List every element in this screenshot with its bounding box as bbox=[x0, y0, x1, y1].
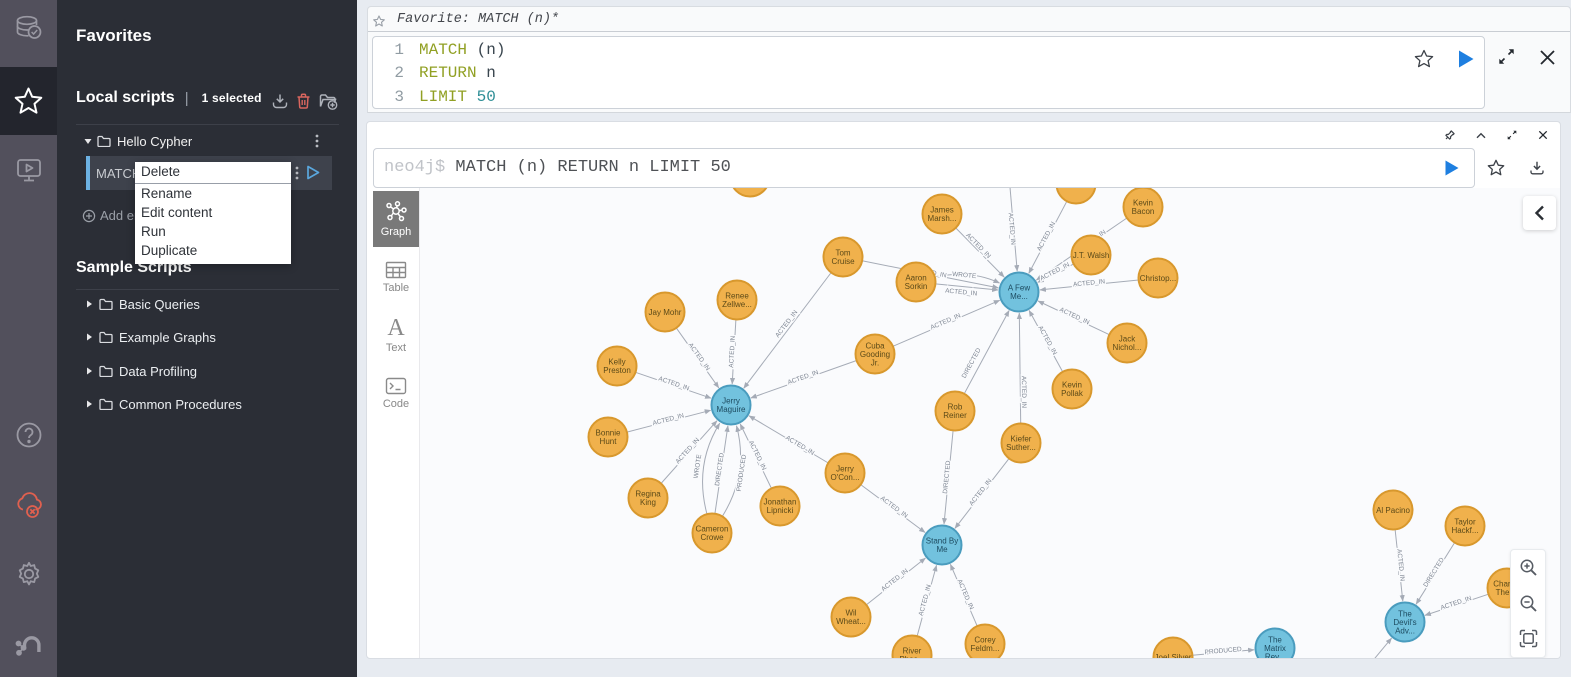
svg-text:Bacon: Bacon bbox=[1132, 207, 1155, 216]
svg-text:ACTED_IN: ACTED_IN bbox=[930, 312, 963, 331]
svg-text:Corey: Corey bbox=[974, 636, 995, 645]
svg-text:Rev...: Rev... bbox=[1265, 652, 1285, 659]
svg-text:The: The bbox=[1268, 635, 1282, 644]
svg-text:Lipnicki: Lipnicki bbox=[767, 506, 794, 515]
svg-text:DIRECTED: DIRECTED bbox=[714, 452, 726, 486]
svg-text:Sorkin: Sorkin bbox=[905, 282, 928, 291]
svg-text:Hackf...: Hackf... bbox=[1451, 526, 1478, 535]
svg-text:Cruise: Cruise bbox=[831, 257, 855, 266]
svg-text:ACTED_IN: ACTED_IN bbox=[1036, 325, 1058, 357]
svg-text:WROTE: WROTE bbox=[952, 271, 977, 280]
svg-text:Me: Me bbox=[936, 545, 948, 554]
svg-text:Phoe...: Phoe... bbox=[899, 655, 924, 659]
svg-text:Kevin: Kevin bbox=[1133, 199, 1153, 208]
svg-text:ACTED_IN: ACTED_IN bbox=[964, 232, 992, 260]
svg-text:DIRECTED: DIRECTED bbox=[1422, 556, 1446, 588]
svg-text:Bonnie: Bonnie bbox=[596, 429, 621, 438]
svg-text:Maguire: Maguire bbox=[717, 405, 746, 414]
svg-text:ACTED_IN: ACTED_IN bbox=[956, 578, 975, 611]
svg-text:ACTED_IN: ACTED_IN bbox=[1073, 278, 1106, 288]
svg-text:ACTED_IN: ACTED_IN bbox=[747, 440, 767, 472]
svg-text:ACTED_IN: ACTED_IN bbox=[652, 412, 685, 427]
svg-text:ACTED_IN: ACTED_IN bbox=[728, 335, 737, 368]
svg-text:DIRECTED: DIRECTED bbox=[961, 347, 983, 380]
svg-text:Renee: Renee bbox=[725, 292, 749, 301]
svg-text:ACTED_IN: ACTED_IN bbox=[1020, 376, 1027, 409]
svg-text:ACTED_IN: ACTED_IN bbox=[918, 584, 933, 617]
svg-text:Kelly: Kelly bbox=[608, 358, 625, 367]
svg-text:Jr.: Jr. bbox=[871, 358, 879, 367]
svg-text:Taylor: Taylor bbox=[1454, 518, 1476, 527]
svg-text:Stand By: Stand By bbox=[926, 537, 958, 546]
svg-text:Ther...: Ther... bbox=[1496, 588, 1519, 597]
svg-text:Tom: Tom bbox=[835, 249, 850, 258]
svg-text:Christop...: Christop... bbox=[1140, 274, 1176, 283]
svg-text:PRODUCED: PRODUCED bbox=[1204, 646, 1242, 656]
svg-text:Matrix: Matrix bbox=[1264, 644, 1286, 653]
svg-text:ACTED_IN: ACTED_IN bbox=[1440, 595, 1473, 612]
svg-text:ACTED_IN: ACTED_IN bbox=[1039, 261, 1071, 282]
svg-text:A Few: A Few bbox=[1008, 284, 1030, 293]
svg-text:ACTED_IN: ACTED_IN bbox=[945, 287, 978, 297]
svg-text:WROTE: WROTE bbox=[693, 453, 704, 479]
svg-text:James: James bbox=[930, 206, 954, 215]
svg-text:Wheat...: Wheat... bbox=[836, 617, 866, 626]
svg-text:ACTED_IN: ACTED_IN bbox=[657, 375, 690, 392]
svg-text:Jerry: Jerry bbox=[836, 465, 854, 474]
svg-text:Cameron: Cameron bbox=[696, 525, 729, 534]
svg-text:ACTED_IN: ACTED_IN bbox=[880, 567, 910, 593]
svg-text:Zellwe...: Zellwe... bbox=[722, 300, 752, 309]
svg-text:ACTED_IN: ACTED_IN bbox=[774, 309, 799, 339]
svg-text:Cuba: Cuba bbox=[865, 341, 885, 350]
svg-text:ACTED_IN: ACTED_IN bbox=[784, 434, 815, 457]
svg-text:Wil: Wil bbox=[845, 609, 856, 618]
svg-text:J.T. Walsh: J.T. Walsh bbox=[1073, 251, 1110, 260]
svg-text:River: River bbox=[903, 647, 922, 656]
svg-text:King: King bbox=[640, 498, 656, 507]
svg-text:Charli...: Charli... bbox=[1493, 580, 1521, 589]
svg-text:Nichol...: Nichol... bbox=[1113, 343, 1142, 352]
svg-text:Preston: Preston bbox=[603, 366, 631, 375]
svg-text:ACTED_IN: ACTED_IN bbox=[787, 369, 820, 386]
svg-text:Reiner: Reiner bbox=[943, 411, 967, 420]
svg-text:Feldm...: Feldm... bbox=[971, 644, 1000, 653]
svg-text:Me...: Me... bbox=[1010, 292, 1028, 301]
svg-text:ACTED_IN: ACTED_IN bbox=[1395, 549, 1405, 582]
svg-text:O'Con...: O'Con... bbox=[830, 473, 859, 482]
svg-text:ACTED_IN: ACTED_IN bbox=[687, 342, 712, 373]
svg-text:Kiefer: Kiefer bbox=[1011, 435, 1032, 444]
svg-text:Jerry: Jerry bbox=[722, 397, 740, 406]
svg-text:Rob: Rob bbox=[948, 403, 963, 412]
svg-text:Adv...: Adv... bbox=[1395, 626, 1415, 635]
svg-text:DIRECTED: DIRECTED bbox=[942, 460, 952, 494]
svg-text:Joel Silver: Joel Silver bbox=[1155, 653, 1192, 659]
svg-text:Jack: Jack bbox=[1119, 335, 1136, 344]
svg-text:Jay Mohr: Jay Mohr bbox=[649, 308, 682, 317]
svg-text:Pollak: Pollak bbox=[1061, 389, 1084, 398]
svg-text:Marsh...: Marsh... bbox=[928, 214, 957, 223]
svg-text:Crowe: Crowe bbox=[700, 533, 724, 542]
svg-text:ACTED_IN: ACTED_IN bbox=[1036, 220, 1057, 252]
svg-text:ACTED_IN: ACTED_IN bbox=[968, 477, 993, 507]
svg-text:Aaron: Aaron bbox=[905, 274, 926, 283]
svg-text:ACTED_IN: ACTED_IN bbox=[1058, 306, 1090, 326]
svg-text:Regina: Regina bbox=[635, 490, 661, 499]
svg-text:Suther...: Suther... bbox=[1006, 443, 1036, 452]
svg-text:Devil's: Devil's bbox=[1393, 618, 1416, 627]
svg-text:Gooding: Gooding bbox=[860, 350, 890, 359]
svg-text:ACTED_IN: ACTED_IN bbox=[1007, 213, 1017, 246]
svg-text:The: The bbox=[1398, 609, 1412, 618]
svg-text:ACTED_IN: ACTED_IN bbox=[879, 495, 909, 520]
svg-text:Jonathan: Jonathan bbox=[764, 498, 797, 507]
svg-text:Al Pacino: Al Pacino bbox=[1376, 506, 1410, 515]
svg-text:PRODUCED: PRODUCED bbox=[736, 454, 748, 492]
svg-text:Kevin: Kevin bbox=[1062, 381, 1082, 390]
svg-text:Hunt: Hunt bbox=[600, 437, 618, 446]
